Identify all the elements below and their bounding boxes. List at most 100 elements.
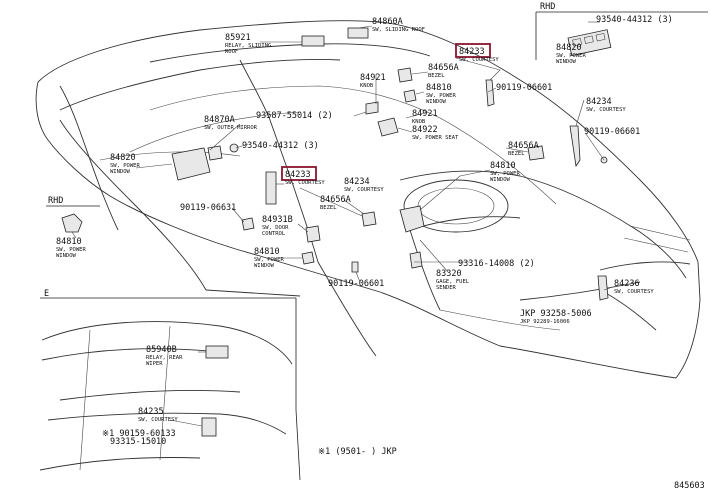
bezel-part <box>397 67 413 83</box>
part-callout-p93587: 93587-55014 (2) <box>256 111 333 121</box>
part-number: 84656A <box>508 141 539 151</box>
part-number: 90119-06601 <box>328 279 384 289</box>
part-description: WINDOW <box>490 177 511 183</box>
part-description: SW, COURTESY <box>285 180 325 186</box>
part-description: WINDOW <box>426 99 447 105</box>
part-description: ROOF <box>225 49 238 55</box>
part-callout-p90119d: 90119-06601 <box>328 279 384 289</box>
highlight-84233-top <box>455 43 491 58</box>
part-description: SW, COURTESY <box>138 417 178 423</box>
part-description: WINDOW <box>110 169 131 175</box>
rhd-left-label: RHD <box>48 196 63 206</box>
inset-car-outline <box>39 321 293 471</box>
part-number: 84810 <box>490 161 516 171</box>
part-callout-p90119b: 90119-06601 <box>584 127 640 137</box>
part-description: SW, DOOR <box>262 225 289 231</box>
rhd-top-box <box>535 11 708 60</box>
part-number: ※1 90159-60133 <box>102 429 176 439</box>
footnote-text: ※1 (9501- ) JKP <box>318 447 397 457</box>
part-number: 84234 <box>344 177 370 187</box>
rear-wiper-relay-part <box>205 345 229 359</box>
part-description: SW, OUTER MIRROR <box>204 125 258 131</box>
part-number: 83320 <box>436 269 462 279</box>
part-number: 84820 <box>556 43 582 53</box>
part-number: 90119-06601 <box>496 83 552 93</box>
door-control-switch-part <box>305 225 321 243</box>
part-number: 84921 <box>360 73 386 83</box>
part-number: 93540-44312 (3) <box>242 141 319 151</box>
part-number: 84236 <box>614 279 640 289</box>
part-description: SW, POWER <box>56 247 86 253</box>
courtesy-switch-wire-part <box>569 125 581 168</box>
part-number: 84233 <box>459 47 485 57</box>
part-description: SW, POWER <box>110 163 140 169</box>
part-description: RELAY, REAR <box>146 355 183 361</box>
part-description: KNOB <box>412 119 426 125</box>
part-number: 84921 <box>412 109 438 119</box>
sliding-roof-switch-part <box>347 27 369 39</box>
part-description: RELAY, SLIDING <box>225 43 271 49</box>
part-number: 84235 <box>138 407 164 417</box>
part-number: 90119-06631 <box>180 203 236 213</box>
part-number: 93315-15010 <box>110 437 166 447</box>
part-number: 85940B <box>146 345 177 355</box>
rhd-left-box <box>46 205 100 233</box>
part-description: SW, POWER <box>490 171 520 177</box>
fuel-gage-sender-part <box>399 205 425 233</box>
part-description: SW, POWER <box>254 257 284 263</box>
part-number: 84870A <box>204 115 235 125</box>
part-callout-p93540t: 93540-44312 (3) <box>596 15 673 25</box>
part-callout-p93316: 93316-14008 (2) <box>458 259 535 269</box>
part-number: 84810 <box>56 237 82 247</box>
part-description: WIPER <box>146 361 163 367</box>
part-number: 84922 <box>412 125 438 135</box>
outer-mirror-switch-part <box>207 145 223 161</box>
part-callout-p93540m: 93540-44312 (3) <box>242 141 319 151</box>
part-callout-p93315: 93315-15010 <box>110 437 166 447</box>
part-callout-p90119c: 90119-06631 <box>180 203 236 213</box>
part-callout-p90119a: 90119-06601 <box>496 83 552 93</box>
part-description: WINDOW <box>56 253 77 259</box>
part-number: JKP 93258-5006 <box>520 309 592 319</box>
rear-courtesy-switch-part <box>201 417 217 437</box>
part-description: BEZEL <box>508 151 525 157</box>
part-description: WINDOW <box>556 59 577 65</box>
power-seat-switch-part <box>377 117 399 137</box>
rhd-left-switch-part <box>61 213 83 233</box>
part-description: SW, POWER <box>556 53 586 59</box>
part-description: SW, COURTESY <box>586 107 626 113</box>
part-description: SW, SLIDING ROOF <box>372 27 425 33</box>
rhd-top-label: RHD <box>540 2 555 12</box>
highlight-84233-mid <box>281 166 317 181</box>
part-number: 93540-44312 (3) <box>596 15 673 25</box>
leader-lines <box>71 21 611 427</box>
part-description: SW, COURTESY <box>459 57 499 63</box>
part-number: 84233 <box>285 170 311 180</box>
part-description: SW, POWER SEAT <box>412 135 459 141</box>
diagram-id: 845603 <box>674 481 705 491</box>
inset-box-e <box>40 297 301 481</box>
part-number: 84810 <box>254 247 280 257</box>
